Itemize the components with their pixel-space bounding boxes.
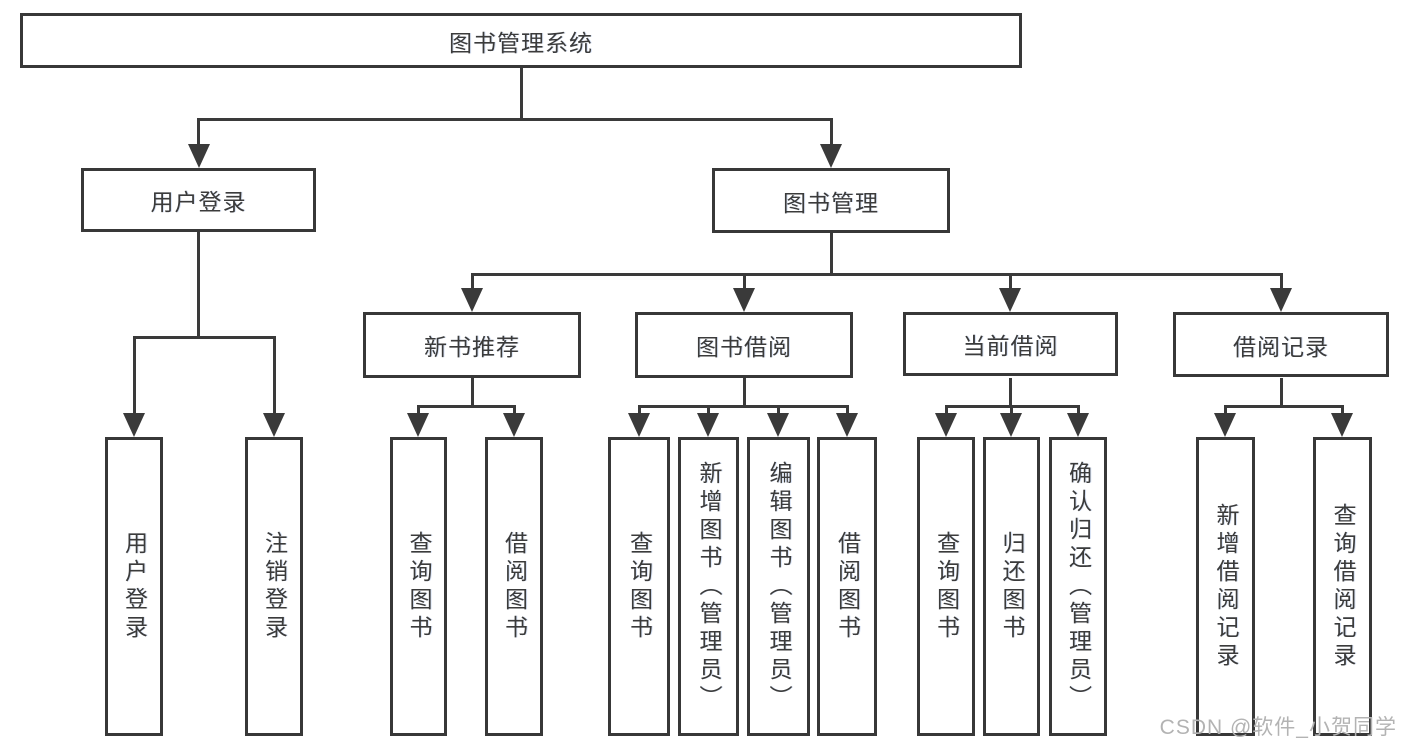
connector-arrow-shaft [1076,405,1080,417]
connector-root-stem [519,68,523,120]
leaf-return-books: 归还图书 [983,437,1040,736]
arrow-down-icon [407,413,429,437]
leaf-label: 查询图书 [626,530,653,643]
leaf-label: 查询借阅记录 [1330,502,1356,671]
connector-arrow-shaft [470,273,474,291]
connector-book-mgmt-stem [829,233,833,273]
connector-arrow-shaft [1008,273,1012,291]
leaf-query-books-current: 查询图书 [917,437,975,736]
node-book-management: 图书管理 [712,168,950,233]
connector-level3-rail [470,273,1283,276]
arrow-down-icon [1270,288,1292,312]
connector-group-stem [1008,378,1012,405]
arrow-down-icon [503,413,525,437]
node-book-borrowing: 图书借阅 [635,312,853,378]
connector-arrow-shaft [1279,273,1283,291]
connector-arrow-shaft [742,273,746,291]
arrow-down-icon [123,413,145,437]
leaf-user-login: 用户登录 [105,437,163,736]
connector-arrow-shaft [1223,405,1227,417]
connector-arrow-shaft [706,405,710,417]
arrow-down-icon [1214,413,1236,437]
node-current-borrowing: 当前借阅 [903,312,1118,376]
connector-group-stem [470,378,474,405]
connector-level2-rail [197,118,833,121]
connector-group-stem [742,378,746,405]
arrow-down-icon [697,413,719,437]
arrow-down-icon [1331,413,1353,437]
connector-arrow-shaft [132,336,136,416]
connector-arrow-shaft [416,405,420,417]
node-label: 用户登录 [150,189,247,215]
arrow-down-icon [628,413,650,437]
leaf-label: 编辑图书（管理员） [766,460,792,713]
leaf-label: 借阅图书 [834,530,861,643]
node-library-management-system: 图书管理系统 [20,13,1022,68]
leaf-confirm-return-admin: 确认归还（管理员） [1049,437,1107,736]
leaf-query-books-borrowing: 查询图书 [608,437,670,736]
leaf-query-borrow-record: 查询借阅记录 [1313,437,1372,736]
connector-group-stem [1279,378,1283,405]
leaf-label: 用户登录 [121,530,148,643]
connector-arrow-shaft [272,336,276,416]
connector-arrow-shaft [512,405,516,417]
node-label: 借阅记录 [1233,333,1329,360]
leaf-label: 归还图书 [999,530,1025,643]
node-label: 图书借阅 [696,334,792,360]
leaf-query-books-recommend: 查询图书 [390,437,447,736]
leaf-label: 查询图书 [406,530,432,643]
arrow-down-icon [836,413,858,437]
connector-group-rail [1223,405,1344,408]
leaf-add-borrow-record: 新增借阅记录 [1196,437,1255,736]
leaf-label: 注销登录 [261,530,288,643]
csdn-watermark: CSDN @软件_小贺同学 [1159,716,1397,739]
node-new-book-recommend: 新书推荐 [363,312,581,378]
node-borrowing-records: 借阅记录 [1173,312,1389,377]
node-label: 新书推荐 [424,334,520,360]
leaf-label: 新增借阅记录 [1213,502,1239,671]
arrow-down-icon [733,288,755,312]
connector-user-login-stem [197,232,200,336]
connector-user-login-rail [132,336,276,339]
leaf-label: 新增图书（管理员） [696,460,722,713]
arrow-down-icon [1000,413,1022,437]
connector-arrow-shaft [845,405,849,417]
arrow-down-icon [461,288,483,312]
node-user-login: 用户登录 [81,168,316,232]
arrow-down-icon [187,144,210,168]
connector-arrow-shaft [944,405,948,417]
leaf-logout: 注销登录 [245,437,303,736]
arrow-down-icon [263,413,285,437]
leaf-add-books-admin: 新增图书（管理员） [678,437,739,736]
leaf-label: 确认归还（管理员） [1065,460,1092,713]
arrow-down-icon [820,144,842,168]
leaf-edit-books-admin: 编辑图书（管理员） [747,437,810,736]
connector-arrow-shaft-user-login [197,118,200,148]
node-label: 图书管理系统 [449,29,593,56]
connector-arrow-shaft-book-mgmt [829,118,833,148]
connector-arrow-shaft [1340,405,1344,417]
arrow-down-icon [1067,413,1089,437]
leaf-label: 查询图书 [933,530,960,643]
arrow-down-icon [999,288,1021,312]
leaf-borrow-books: 借阅图书 [817,437,877,736]
connector-arrow-shaft [776,405,780,417]
connector-arrow-shaft [637,405,641,417]
node-label: 图书管理 [783,189,879,216]
connector-group-rail [637,405,849,408]
connector-group-rail [417,405,516,408]
arrow-down-icon [935,413,957,437]
connector-arrow-shaft [1009,405,1013,417]
leaf-borrow-books-recommend: 借阅图书 [485,437,543,736]
node-label: 当前借阅 [962,333,1059,359]
leaf-label: 借阅图书 [501,530,528,643]
arrow-down-icon [767,413,789,437]
